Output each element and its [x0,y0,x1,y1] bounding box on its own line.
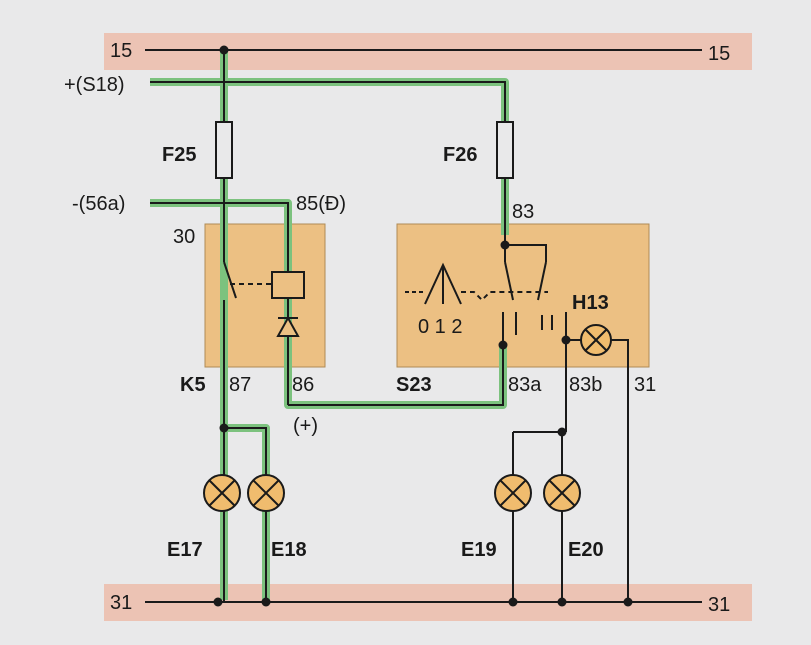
terminal-83-label: 83 [512,201,534,223]
wire-e18 [224,427,267,602]
input-s18-label: +(S18) [64,74,125,96]
relay-diode-triangle [276,315,300,337]
terminal-30-label: 30 [173,226,195,248]
terminal-85-label: 85(Đ) [296,193,346,215]
wire-s18-f26 [150,81,506,122]
terminal-83b-label: 83b [569,374,602,396]
switch-s23-label: S23 [396,374,432,396]
terminal-86-label: 86 [292,374,314,396]
wire-h13-31 [610,339,629,602]
lamp-e19 [494,474,532,512]
rail-31-left-label: 31 [110,592,132,614]
indicator-h13-label: H13 [572,292,609,314]
fuse-f26 [496,121,514,179]
fuse-f26-label: F26 [443,144,477,166]
relay-coil [271,271,305,299]
rail-31-right-label: 31 [708,594,730,616]
switch-s23-mechanism [405,262,548,305]
green-path-e18 [224,424,270,600]
lamp-e20 [543,474,581,512]
fuse-f25 [215,121,233,179]
lamp-e17 [203,474,241,512]
wire-56a [150,202,289,272]
lamp-e18 [247,474,285,512]
lamp-e17-label: E17 [167,539,203,561]
lamp-e19-label: E19 [461,539,497,561]
indicator-h13 [580,324,612,356]
terminal-83a-label: 83a [508,374,542,396]
switch-top-bridge [505,244,547,262]
rail-15-band [104,33,752,70]
switch-blade-1 [504,261,514,301]
lamp-e18-label: E18 [271,539,307,561]
switch-positions-label: 0 1 2 [418,316,462,338]
rail-15-left-label: 15 [110,40,132,62]
relay-contact-blade [223,261,237,299]
terminal-31-label: 31 [634,374,656,396]
relay-k5-label: K5 [180,374,206,396]
input-56a-label: -(56a) [72,193,125,215]
switch-knob-link [461,291,548,302]
terminal-87-label: 87 [229,374,251,396]
rail-15-right-label: 15 [708,43,730,65]
terminal-plus-label: (+) [293,415,318,437]
switch-blade-2 [537,261,547,301]
junction-dots [213,45,633,607]
lamp-e20-label: E20 [568,539,604,561]
relay-k5-symbol [223,261,305,337]
fuse-f25-label: F25 [162,144,196,166]
